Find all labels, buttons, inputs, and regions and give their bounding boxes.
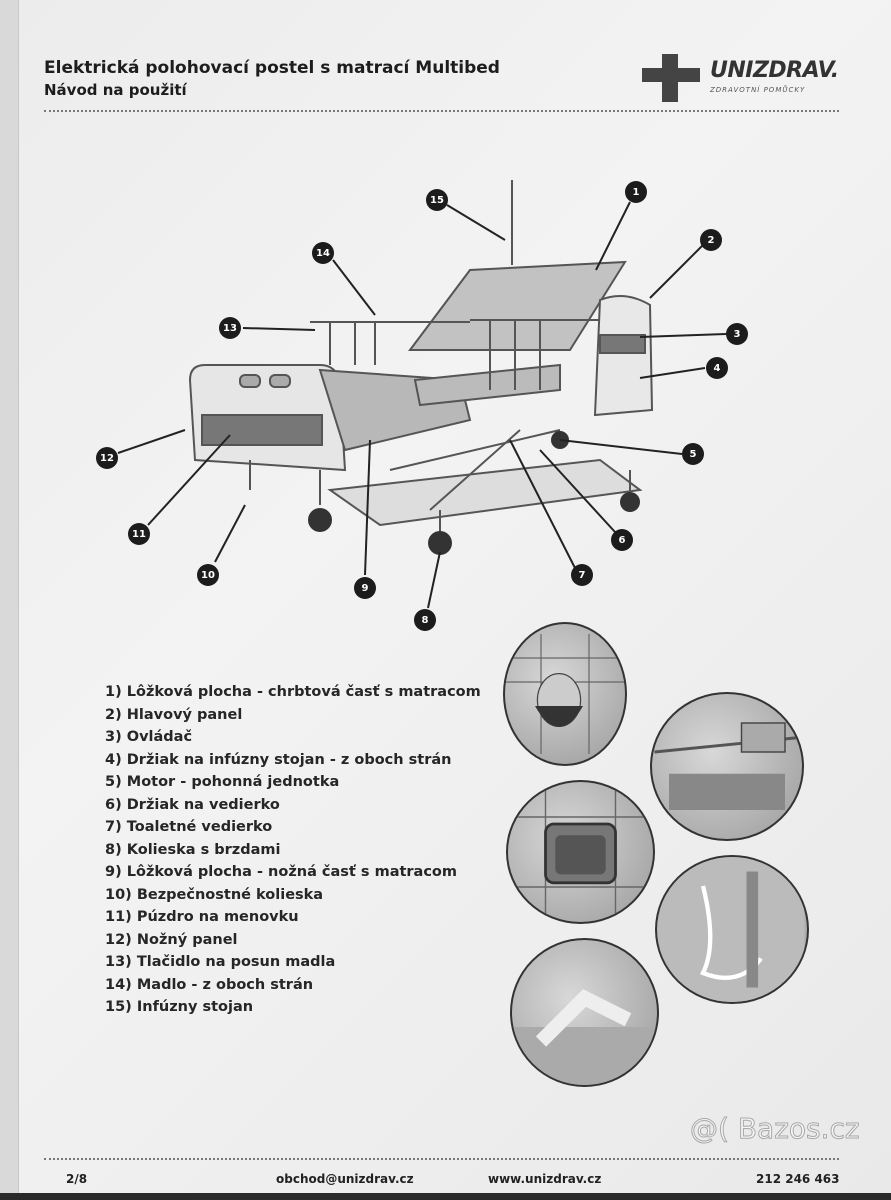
legend-item: 8) Kolieska s brzdami xyxy=(105,841,281,858)
legend-item: 7) Toaletné vedierko xyxy=(105,819,273,835)
document-subtitle: Návod na použití xyxy=(44,81,187,99)
callout-1: 1 xyxy=(625,181,647,203)
legend-item: 4) Držiak na infúzny stojan - z oboch st… xyxy=(105,751,452,768)
callout-9: 9 xyxy=(354,577,376,599)
logo-tagline: ZDRAVOTNÍ POMŮCKY xyxy=(710,86,806,94)
callout-11: 11 xyxy=(128,523,150,545)
legend-item: 5) Motor - pohonná jednotka xyxy=(105,774,340,790)
legend-item: 12) Nožný panel xyxy=(105,931,238,948)
callout-7: 7 xyxy=(571,564,593,586)
callout-5: 5 xyxy=(682,443,704,465)
document-title: Elektrická polohovací postel s matrací M… xyxy=(44,58,500,78)
photo-bed-control xyxy=(650,692,804,841)
callout-8: 8 xyxy=(414,609,436,631)
footer-email: obchod@unizdrav.cz xyxy=(276,1172,414,1186)
photo-toilet-bucket xyxy=(506,780,655,924)
legend-item: 2) Hlavový panel xyxy=(105,706,243,723)
legend-item: 10) Bezpečnostné kolieska xyxy=(105,886,324,903)
legend-item: 9) Lôžková plocha - nožná časť s matraco… xyxy=(105,864,458,880)
photo-legs-raised xyxy=(510,938,659,1087)
callout-13: 13 xyxy=(219,317,241,339)
legend-item: 14) Madlo - z oboch strán xyxy=(105,976,314,993)
legend-item: 6) Držiak na vedierko xyxy=(105,796,280,813)
legend-item: 11) Púzdro na menovku xyxy=(105,909,299,925)
bed-diagram: 1 2 3 4 5 6 7 8 9 10 11 12 13 14 15 xyxy=(0,150,891,650)
callout-3: 3 xyxy=(726,323,748,345)
header-divider xyxy=(44,110,839,112)
page-number: 2/8 xyxy=(66,1172,88,1186)
callout-10: 10 xyxy=(197,564,219,586)
callout-6: 6 xyxy=(611,529,633,551)
legend-item: 3) Ovládač xyxy=(105,729,193,745)
photo-hair-washing xyxy=(503,622,627,766)
legend-item: 15) Infúzny stojan xyxy=(105,999,254,1015)
cross-logo-icon xyxy=(642,54,700,102)
callout-12: 12 xyxy=(96,447,118,469)
photo-cable-holder xyxy=(655,855,809,1004)
bed-illustration xyxy=(117,180,727,609)
bazos-watermark: @( Bazos.cz xyxy=(690,1112,861,1146)
footer-phone: 212 246 463 xyxy=(756,1172,840,1186)
logo-name: UNIZDRAV. xyxy=(710,58,839,83)
footer-website: www.unizdrav.cz xyxy=(488,1172,602,1186)
legend-item: 13) Tlačidlo na posun madla xyxy=(105,954,336,970)
parts-legend: 1) Lôžková plocha - chrbtová časť s matr… xyxy=(105,681,481,1019)
footer-divider xyxy=(44,1158,839,1160)
unizdrav-logo: UNIZDRAV. ZDRAVOTNÍ POMŮCKY xyxy=(640,52,850,104)
callout-14: 14 xyxy=(312,242,334,264)
legend-item: 1) Lôžková plocha - chrbtová časť s matr… xyxy=(105,684,481,700)
page-edge xyxy=(0,0,19,1193)
callout-2: 2 xyxy=(700,229,722,251)
callout-4: 4 xyxy=(706,357,728,379)
callout-15: 15 xyxy=(426,189,448,211)
